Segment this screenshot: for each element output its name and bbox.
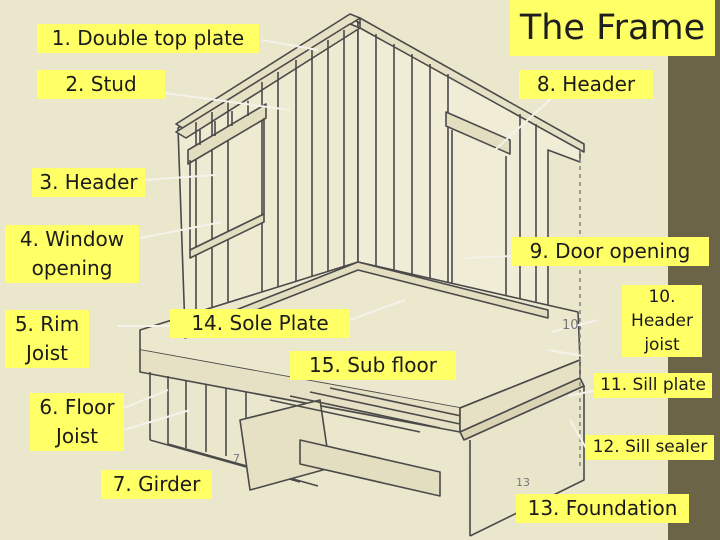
label-header-8: 8. Header (519, 70, 653, 99)
page-title: The Frame (510, 0, 715, 56)
door-header (445, 111, 511, 155)
label-header-joist: 10. Header joist (622, 285, 702, 357)
label-sub-floor: 15. Sub floor (290, 351, 456, 380)
right-studs (375, 34, 537, 306)
drawing-number-10: 10. (562, 318, 583, 333)
label-double-top-plate: 1. Double top plate (37, 24, 259, 53)
label-rim-joist: 5. Rim Joist (5, 310, 89, 368)
window-header (187, 103, 267, 165)
floor-joists (149, 372, 247, 460)
drawing-number-7: 7 (233, 452, 240, 465)
right-wall (357, 21, 581, 311)
label-foundation: 13. Foundation (516, 494, 689, 523)
label-door-opening: 9. Door opening (511, 237, 709, 266)
label-sill-sealer: 12. Sill sealer (586, 435, 714, 460)
sole-plate (184, 261, 549, 339)
label-girder: 7. Girder (101, 470, 212, 499)
label-sill-plate: 11. Sill plate (594, 373, 712, 398)
label-window-opening: 4. Window opening (5, 225, 139, 283)
label-sole-plate: 14. Sole Plate (170, 309, 350, 338)
left-studs (195, 30, 345, 320)
label-header-3: 3. Header (32, 168, 145, 197)
label-floor-joist: 6. Floor Joist (30, 393, 124, 451)
label-stud: 2. Stud (37, 70, 165, 99)
drawing-number-13: 13 (516, 476, 530, 489)
